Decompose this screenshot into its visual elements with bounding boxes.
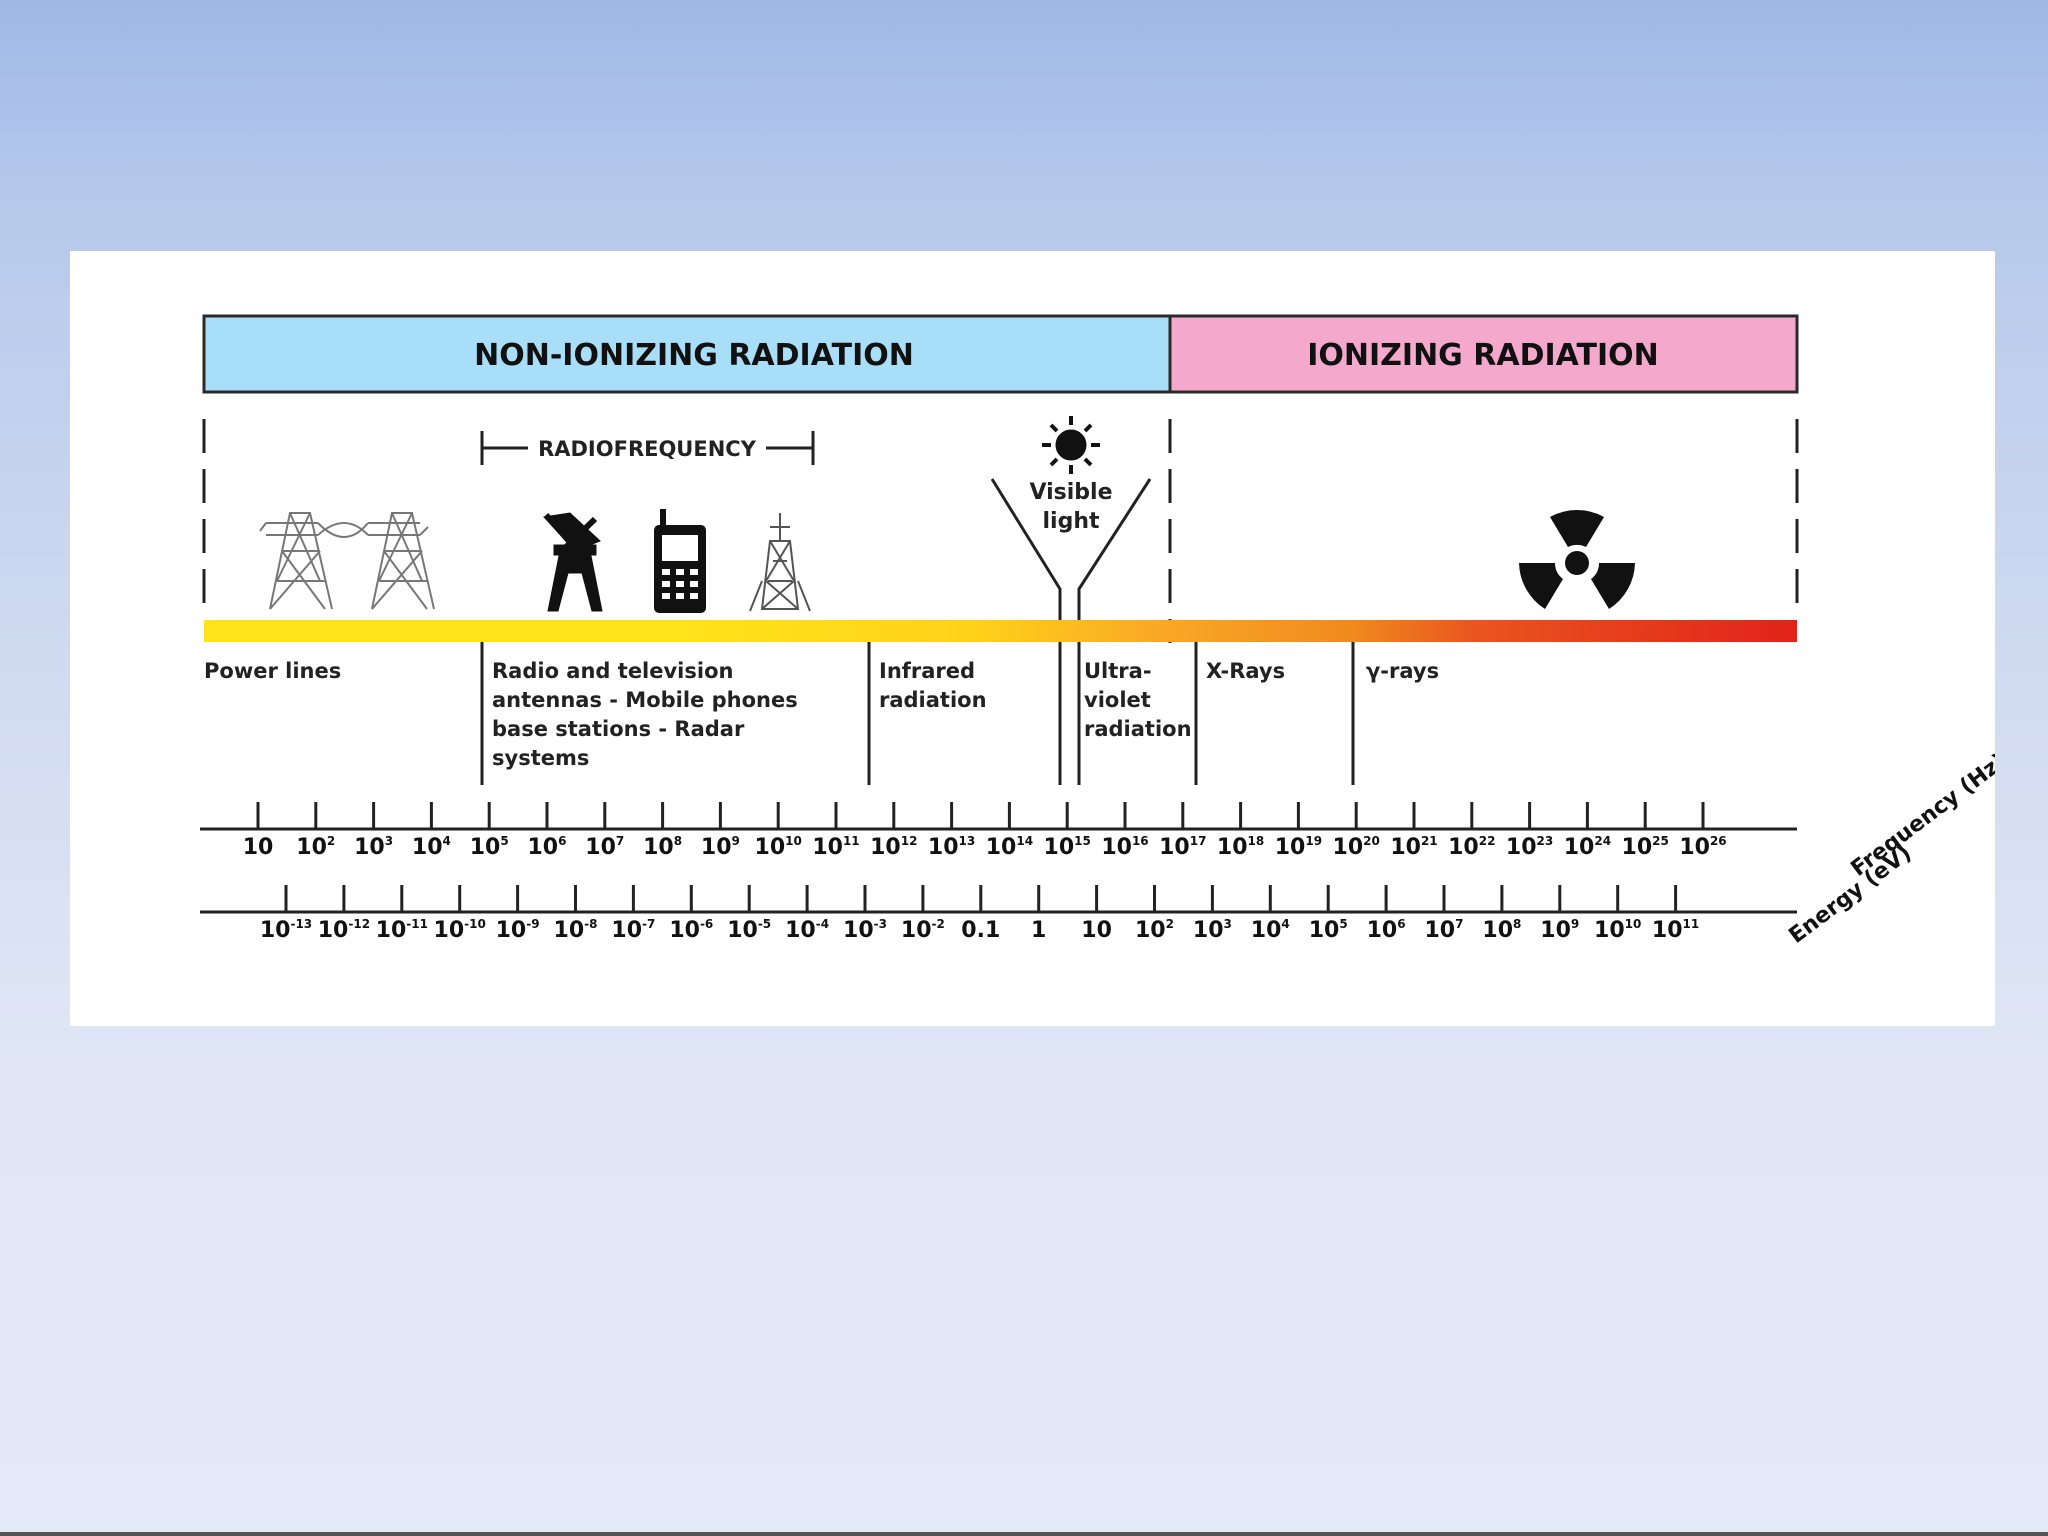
band-label-ultraviolet: Ultra- violet radiation (1084, 659, 1192, 741)
satellite-dish-icon (543, 512, 603, 612)
ionizing-header (1168, 314, 1799, 394)
frequency-tick-label: 103 (354, 834, 393, 860)
frequency-tick-label: 1022 (1448, 834, 1495, 860)
energy-tick-label: 10-10 (434, 917, 486, 943)
energy-tick-label: 106 (1367, 917, 1406, 943)
frequency-axis-ticks: 10 102 103 104 105 106 107 108 109 1010 1011 1012 10… (243, 802, 1727, 860)
energy-tick-label: 108 (1482, 917, 1521, 943)
diagram-panel: NON-IONIZING RADIATION IONIZING RADIATIO… (70, 251, 1995, 1026)
frequency-tick-label: 10 (243, 835, 274, 860)
frequency-tick-label: 105 (470, 834, 509, 860)
energy-tick-label: 10-6 (669, 917, 713, 943)
visible-light-funnel (990, 478, 1152, 785)
energy-tick-label: 1 (1031, 918, 1046, 943)
non-ionizing-title: NON-IONIZING RADIATION (474, 338, 914, 373)
visible-light-label-line2: light (1042, 509, 1099, 534)
band-label-gamma-rays: γ-rays (1366, 659, 1439, 683)
energy-tick-label: 1010 (1594, 917, 1641, 943)
frequency-tick-label: 108 (643, 834, 682, 860)
frequency-tick-label: 107 (585, 834, 624, 860)
ionizing-title: IONIZING RADIATION (1307, 338, 1659, 373)
energy-tick-label: 104 (1251, 917, 1290, 943)
band-label-power-lines: Power lines (204, 659, 341, 683)
energy-tick-label: 10-9 (496, 917, 540, 943)
radiation-spectrum-diagram: NON-IONIZING RADIATION IONIZING RADIATIO… (200, 314, 1995, 949)
energy-tick-label: 10-4 (785, 917, 829, 943)
energy-tick-label: 0.1 (961, 918, 1000, 943)
frequency-tick-label: 109 (701, 834, 740, 860)
energy-tick-label: 10-13 (260, 917, 312, 943)
band-labels: Power lines Radio and television antenna… (204, 659, 1439, 770)
frequency-tick-label: 1011 (812, 834, 859, 860)
frequency-tick-label: 1015 (1044, 834, 1091, 860)
energy-axis-title: Energy (eV) (1785, 841, 1917, 949)
spectrum-bar (204, 620, 1797, 642)
frequency-tick-label: 102 (296, 834, 335, 860)
radio-tower-icon (749, 513, 811, 612)
power-lines-icon (259, 512, 435, 610)
energy-tick-label: 10-7 (611, 917, 655, 943)
visible-light-label-line1: Visible (1029, 480, 1112, 505)
radiofrequency-label: RADIOFREQUENCY (538, 437, 757, 461)
frequency-tick-label: 1012 (870, 834, 917, 860)
band-label-infrared: Infrared radiation (879, 659, 987, 712)
bottom-rule (0, 1532, 2048, 1536)
frequency-tick-label: 1020 (1333, 834, 1380, 860)
radiation-hazard-icon (1519, 510, 1635, 609)
energy-tick-label: 10-3 (843, 917, 887, 943)
frequency-tick-label: 106 (528, 834, 567, 860)
energy-tick-label: 10-11 (376, 917, 428, 943)
energy-tick-label: 10-8 (554, 917, 598, 943)
frequency-tick-label: 1016 (1101, 834, 1148, 860)
frequency-tick-label: 1021 (1390, 834, 1437, 860)
non-ionizing-header (202, 314, 1172, 394)
energy-tick-label: 103 (1193, 917, 1232, 943)
energy-tick-label: 10 (1081, 918, 1112, 943)
sun-icon (1042, 416, 1100, 474)
energy-tick-label: 109 (1540, 917, 1579, 943)
energy-tick-label: 107 (1425, 917, 1464, 943)
frequency-tick-label: 1017 (1159, 834, 1206, 860)
band-separators (480, 642, 1355, 785)
frequency-tick-label: 1010 (755, 834, 802, 860)
frequency-tick-label: 1013 (928, 834, 975, 860)
energy-tick-label: 10-12 (318, 917, 370, 943)
frequency-tick-label: 1019 (1275, 834, 1322, 860)
frequency-tick-label: 1024 (1564, 834, 1611, 860)
energy-tick-label: 105 (1309, 917, 1348, 943)
frequency-tick-label: 1014 (986, 834, 1033, 860)
energy-tick-label: 102 (1135, 917, 1174, 943)
frequency-tick-label: 104 (412, 834, 451, 860)
radiofrequency-bracket (480, 431, 815, 465)
band-label-x-rays: X-Rays (1206, 659, 1285, 683)
frequency-tick-label: 1026 (1679, 834, 1726, 860)
frequency-tick-label: 1018 (1217, 834, 1264, 860)
energy-tick-label: 10-2 (901, 917, 945, 943)
frequency-tick-label: 1025 (1622, 834, 1669, 860)
band-label-radio: Radio and television antennas - Mobile p… (492, 659, 805, 770)
frequency-tick-label: 1023 (1506, 834, 1553, 860)
frequency-axis-title: Frequency (Hz) (1847, 749, 1995, 882)
energy-tick-label: 1011 (1652, 917, 1699, 943)
mobile-phone-icon (654, 509, 706, 613)
energy-tick-label: 10-5 (727, 917, 771, 943)
